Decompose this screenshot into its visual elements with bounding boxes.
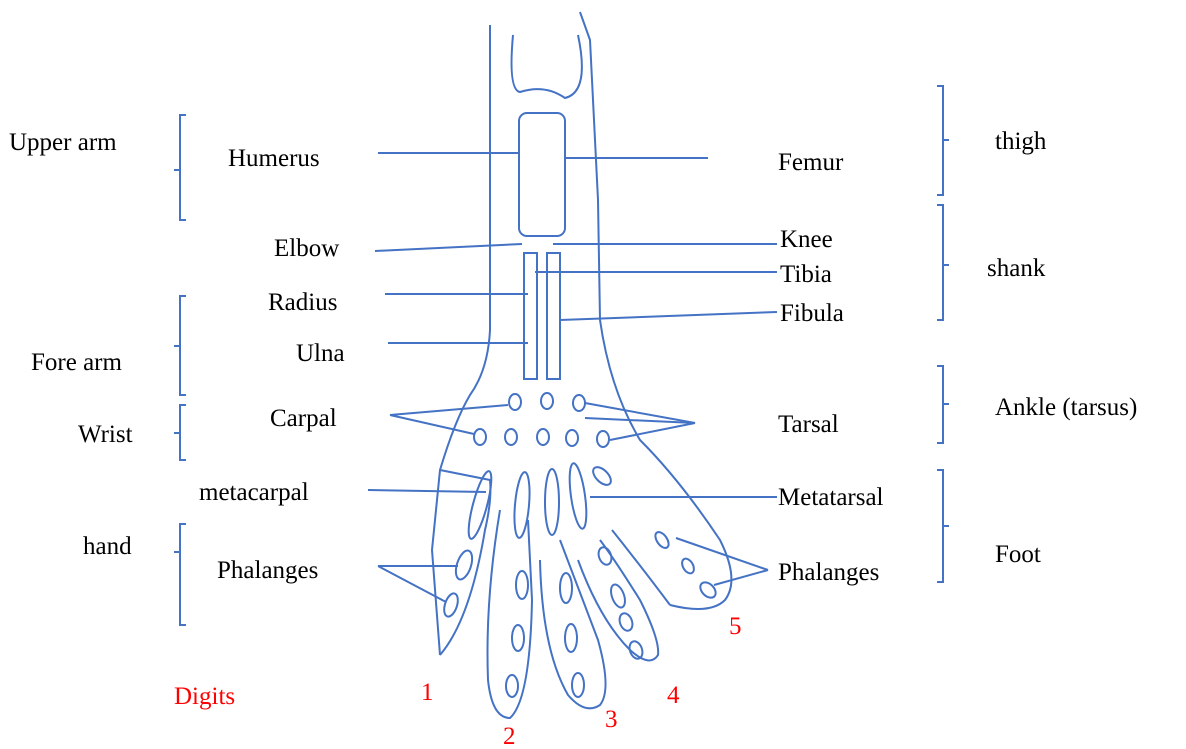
elbow-label: Elbow — [274, 235, 339, 262]
metatarsal-label: Metatarsal — [778, 484, 884, 511]
tibia-label: Tibia — [780, 261, 832, 288]
phalanx-bones — [442, 530, 719, 697]
femur-label: Femur — [778, 149, 844, 176]
phalanges-hand-label: Phalanges — [217, 557, 318, 584]
digit-1 — [440, 470, 490, 655]
ulna-label: Ulna — [296, 340, 345, 367]
metacarpal-metatarsal-bones — [464, 462, 614, 540]
foot-label: Foot — [995, 541, 1041, 568]
digit-4 — [578, 540, 658, 660]
carpal-tarsal-bones — [474, 393, 609, 447]
digit-number-1: 1 — [421, 679, 434, 706]
knee-label: Knee — [780, 226, 833, 253]
phalanges-foot-label: Phalanges — [778, 559, 879, 586]
digit-number-5: 5 — [729, 613, 742, 640]
left-leader-lines — [368, 153, 528, 602]
digits-label: Digits — [174, 683, 235, 710]
ankle-label: Ankle (tarsus) — [995, 394, 1137, 421]
carpal-label: Carpal — [270, 405, 337, 432]
wrist-label: Wrist — [78, 421, 133, 448]
fibula-label: Fibula — [780, 300, 844, 327]
humerus-femur-bone — [519, 113, 565, 236]
humerus-label: Humerus — [228, 145, 320, 172]
digit-number-4: 4 — [667, 682, 680, 709]
left-brackets — [174, 115, 186, 625]
right-brackets — [937, 86, 949, 582]
digit-5 — [612, 530, 670, 605]
fore-arm-label: Fore arm — [31, 349, 122, 376]
shank-label: shank — [987, 255, 1046, 282]
upper-arm-label: Upper arm — [9, 129, 117, 156]
hand-label: hand — [83, 533, 132, 560]
digit-number-2: 2 — [503, 723, 516, 749]
right-leader-lines — [535, 158, 777, 585]
tarsal-label: Tarsal — [778, 411, 839, 438]
digit-2 — [488, 510, 533, 718]
thigh-label: thigh — [995, 128, 1047, 155]
digit-number-3: 3 — [605, 706, 618, 733]
metacarpal-label: metacarpal — [199, 479, 309, 506]
radius-label: Radius — [268, 289, 337, 316]
